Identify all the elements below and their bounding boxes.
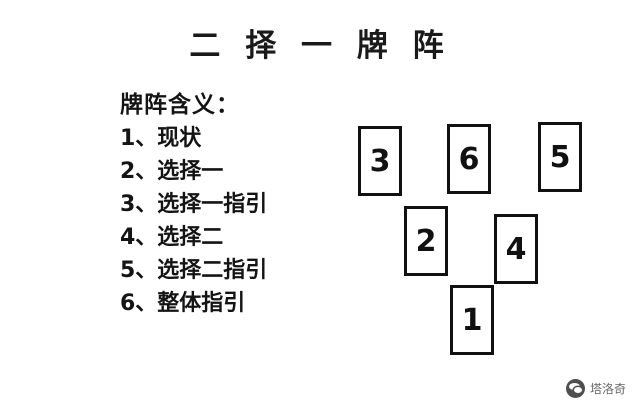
legend-heading: 牌阵含义： (120, 92, 240, 118)
card-2: 2 (404, 206, 448, 276)
card-1: 1 (450, 285, 494, 355)
legend-item-1: 1、现状 (120, 126, 202, 151)
legend-item-4: 4、选择二 (120, 225, 224, 250)
legend-item-6: 6、整体指引 (120, 291, 246, 316)
footer-account-name: 塔洛奇 (589, 382, 626, 396)
footer-attribution: 塔洛奇 (565, 379, 626, 398)
card-4: 4 (494, 214, 538, 284)
page-title: 二 择 一 牌 阵 (189, 28, 451, 64)
wechat-icon (565, 379, 585, 398)
legend-item-3: 3、选择一指引 (120, 192, 268, 217)
card-3: 3 (358, 126, 402, 196)
card-5: 5 (538, 122, 582, 192)
card-6: 6 (447, 124, 491, 194)
legend-item-2: 2、选择一 (120, 159, 224, 184)
legend-panel: 牌阵含义： 1、现状 2、选择一 3、选择一指引 4、选择二 5、选择二指引 6… (120, 85, 350, 326)
legend-item-5: 5、选择二指引 (120, 258, 268, 283)
